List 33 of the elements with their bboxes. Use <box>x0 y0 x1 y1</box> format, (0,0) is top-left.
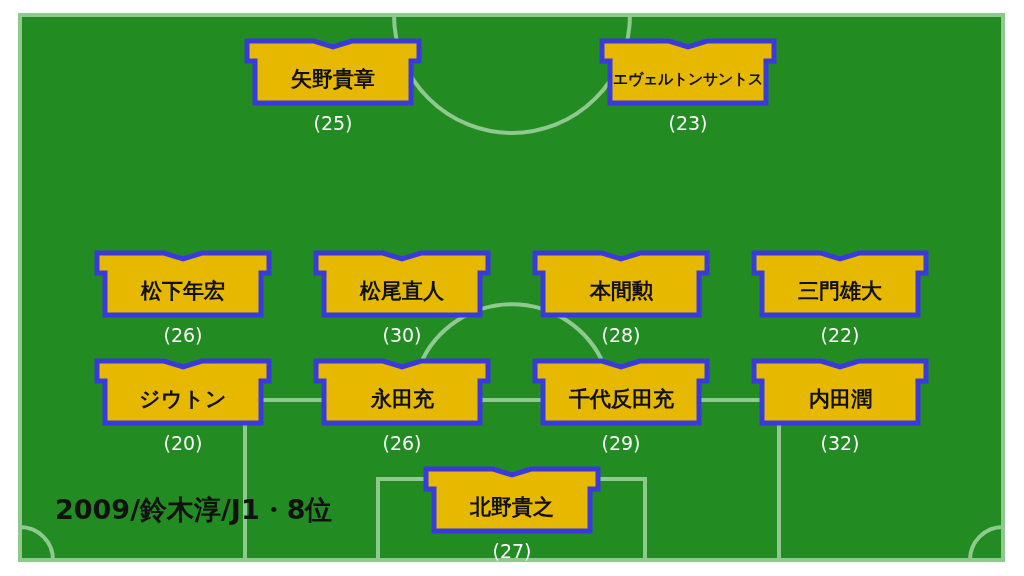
age-label: (27) <box>491 540 533 562</box>
age-label: (25) <box>312 112 354 134</box>
player-name: 三門雄大 <box>797 278 883 305</box>
player-name: 内田潤 <box>807 386 873 413</box>
player-jersey <box>532 358 710 426</box>
player-jersey <box>751 250 929 318</box>
player-jersey <box>532 250 710 318</box>
age-label: (28) <box>600 324 642 346</box>
age-label: (22) <box>819 324 861 346</box>
player-jersey <box>423 466 601 534</box>
player-name: ジウトン <box>138 386 228 413</box>
player-jersey <box>313 250 491 318</box>
player-name: エヴェルトンサントス <box>613 68 763 90</box>
age-label: (30) <box>381 324 423 346</box>
player-jersey <box>751 358 929 426</box>
player-name: 千代反田充 <box>567 386 675 413</box>
player-name: 北野貴之 <box>469 494 555 521</box>
player-name: 本間勲 <box>588 278 654 305</box>
age-label: (20) <box>162 432 204 454</box>
player-jersey <box>599 38 777 106</box>
player-name: 松尾直人 <box>358 278 445 305</box>
player-name: 永田充 <box>369 386 435 413</box>
age-label: (32) <box>819 432 861 454</box>
player-jersey <box>313 358 491 426</box>
age-label: (29) <box>600 432 642 454</box>
age-label: (26) <box>162 324 204 346</box>
player-name: 矢野貴章 <box>290 66 376 93</box>
age-label: (23) <box>667 112 709 134</box>
player-jersey <box>94 358 272 426</box>
player-jersey <box>244 38 422 106</box>
age-label: (26) <box>381 432 423 454</box>
player-jersey <box>94 250 272 318</box>
player-name: 松下年宏 <box>139 278 226 305</box>
